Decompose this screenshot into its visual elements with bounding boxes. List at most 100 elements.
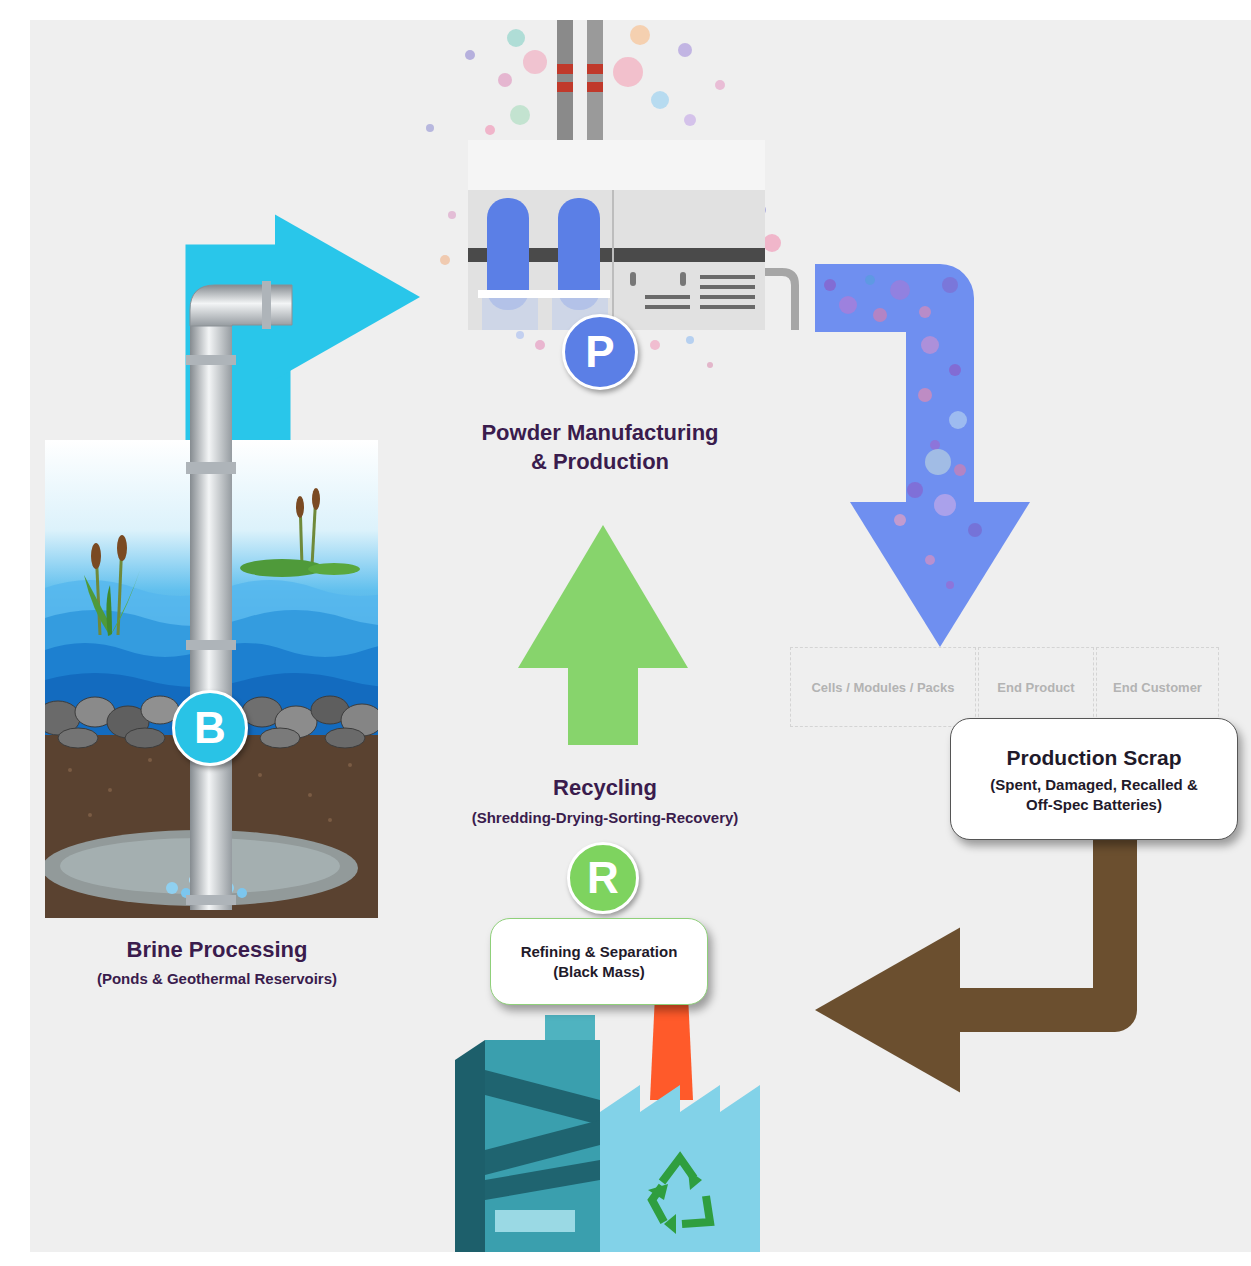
factory-illustration [645, 305, 690, 309]
stage-subheading: (Shredding-Drying-Sorting-Recovery) [435, 808, 775, 828]
factory-illustration [478, 290, 610, 298]
factory-illustration [468, 190, 765, 330]
factory-illustration [700, 305, 755, 309]
factory-illustration [557, 20, 573, 142]
brine-pipe [186, 281, 292, 910]
powder-particles [921, 336, 939, 354]
stage-heading: Powder Manufacturing & Production [476, 419, 724, 476]
brine-pond-illustration [108, 788, 112, 792]
factory-illustration [482, 298, 538, 330]
chain-step-box: Cells / Modules / Packs [790, 647, 976, 727]
reed-plant [308, 563, 360, 575]
brine-pond-illustration [166, 882, 178, 894]
brine-pond-illustration [258, 773, 262, 777]
factory-illustration [507, 29, 525, 47]
arrow-shaft [568, 665, 638, 745]
factory-illustration [613, 57, 643, 87]
powder-particles [824, 275, 982, 589]
factory-illustration [426, 124, 434, 132]
factory-illustration [448, 211, 456, 219]
brine-pipe [186, 355, 236, 365]
recycling-plant-illustration [485, 1160, 600, 1200]
factory-illustration [612, 190, 614, 330]
stage-heading: Recycling [455, 774, 755, 803]
factory-illustration [700, 295, 755, 299]
factory-illustration [498, 73, 512, 87]
factory-illustration [765, 272, 795, 330]
recycle-symbol [682, 1196, 710, 1224]
brine-pipe [186, 640, 236, 650]
powder-particles [946, 581, 954, 589]
recycling-plant-illustration [545, 1015, 595, 1040]
rock-band [260, 728, 300, 748]
chain-step-label: Cells / Modules / Packs [811, 680, 954, 695]
arrow-head [850, 502, 1030, 647]
brine-pond-illustration [68, 768, 72, 772]
factory-illustration [763, 234, 781, 252]
brine-pond-illustration [348, 763, 352, 767]
factory-illustration [557, 82, 573, 92]
factory-illustration [645, 295, 690, 299]
recycling-plant-illustration [455, 995, 760, 1252]
factory-illustration [650, 340, 660, 350]
recycling-plant-illustration [485, 1040, 600, 1252]
process-box: Refining & Separation (Black Mass) [490, 918, 708, 1005]
arrow-shaft [957, 840, 1115, 1010]
powder-particles [930, 440, 940, 450]
powder-particles [942, 277, 958, 293]
powder-particles [873, 308, 887, 322]
flow-arrow [238, 215, 420, 441]
powder-particles [968, 523, 982, 537]
reed-plant [296, 496, 304, 518]
badge-letter: P [585, 330, 614, 374]
factory-illustration [715, 80, 725, 90]
box-body: Refining & Separation (Black Mass) [507, 942, 692, 981]
powder-particles [824, 279, 836, 291]
rock-band [125, 728, 165, 748]
recycling-plant-illustration [650, 995, 693, 1100]
powder-particles [919, 306, 931, 318]
reed-plant [117, 535, 127, 561]
factory-illustration [678, 43, 692, 57]
powder-particles [949, 364, 961, 376]
powder-particles [954, 464, 966, 476]
arrow-head [815, 928, 960, 1093]
factory-illustration [587, 64, 603, 74]
reed-plant [106, 585, 112, 636]
brine-pipe [262, 281, 271, 329]
recycling-plant-illustration [688, 1170, 702, 1190]
powder-particles [925, 449, 951, 475]
stage-region: Powder Manufacturing & Production P [420, 15, 815, 525]
factory-illustration [707, 362, 713, 368]
recycling-plant-illustration [648, 1184, 668, 1200]
arrow-shaft [815, 298, 940, 505]
recycling-plant-illustration [600, 1085, 760, 1252]
powder-particles [949, 411, 967, 429]
powder-particles [865, 275, 875, 285]
background-panel [30, 20, 1251, 1252]
badge-letter: B [194, 706, 226, 750]
reed-plant [110, 570, 140, 636]
brine-pond-illustration [308, 793, 312, 797]
stage-badge: R [567, 842, 639, 914]
process-box: Production Scrap(Spent, Damaged, Recalle… [950, 718, 1238, 840]
factory-illustration [516, 331, 524, 339]
chain-step-box: End Product [978, 647, 1094, 727]
badge-letter: R [587, 856, 619, 900]
stage-subheading: (Ponds & Geothermal Reservoirs) [52, 969, 382, 989]
factory-illustration [440, 255, 450, 265]
factory-illustration [684, 114, 696, 126]
factory-illustration [630, 272, 636, 286]
brine-pond-illustration [237, 888, 247, 898]
factory-illustration [465, 50, 475, 60]
stage-badge: B [172, 690, 248, 766]
factory-illustration [485, 125, 495, 135]
factory-illustration [686, 336, 694, 344]
factory-illustration [587, 82, 603, 92]
powder-particles [918, 388, 932, 402]
factory-illustration [535, 340, 545, 350]
